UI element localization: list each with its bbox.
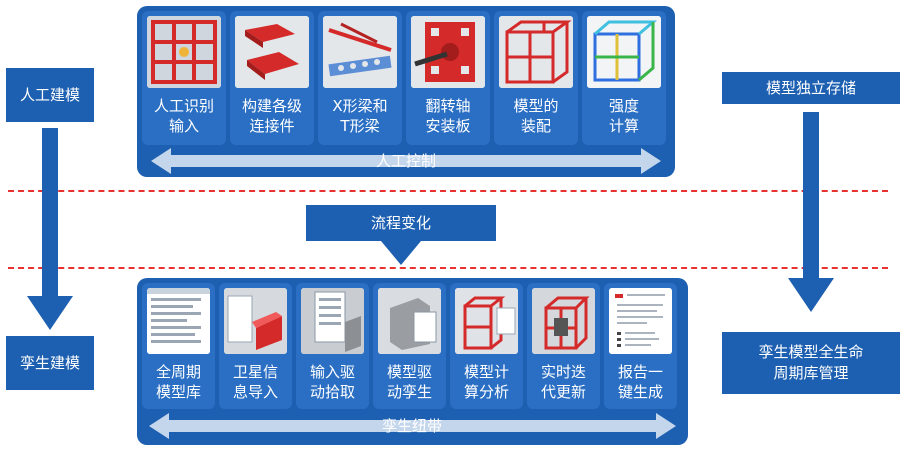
twin-link-panel: 全周期 模型库 卫星信 息导入 输入驱 动拾取 模型驱 动孪生 — [137, 278, 688, 445]
manual-control-label: 人工控制 — [375, 152, 436, 170]
lifecycle-library-label-2: 周期库管理 — [773, 364, 849, 382]
lifecycle-library-label-1: 孪生模型全生命 — [758, 343, 864, 361]
tile-label-line2: 连接件 — [249, 117, 295, 135]
flip-plate-icon — [411, 16, 485, 88]
manual-modeling-label: 人工建模 — [19, 85, 80, 104]
twin-modeling-label: 孪生建模 — [19, 353, 80, 372]
satellite-import-icon — [224, 288, 287, 354]
tile-model-twin[interactable]: 模型驱 动孪生 — [373, 283, 446, 409]
tile-connectors[interactable]: 构建各级 连接件 — [230, 11, 314, 145]
tile-iteration[interactable]: 实时迭 代更新 — [527, 283, 600, 409]
tile-label-line2: 输入 — [168, 117, 199, 135]
tile-label-line1: 输入驱 — [309, 363, 355, 381]
tile-label-line1: 模型计 — [463, 363, 509, 381]
tile-label-line2: 动拾取 — [309, 383, 355, 401]
tile-label-line2: 动孪生 — [386, 383, 432, 401]
tile-label-line1: 报告一 — [617, 363, 663, 381]
right-down-arrow — [788, 112, 834, 312]
grid-frame-icon — [147, 16, 221, 88]
independent-storage-box: 模型独立存储 — [722, 72, 900, 104]
tile-strength[interactable]: 强度 计算 — [582, 11, 666, 145]
tile-label-line2: 键生成 — [617, 383, 663, 401]
left-down-arrow — [27, 128, 73, 330]
tile-label-line1: 实时迭 — [540, 363, 586, 381]
tile-label-line2: 模型库 — [155, 383, 201, 401]
tile-report[interactable]: 报告一 键生成 — [604, 283, 677, 409]
manual-modeling-box: 人工建模 — [6, 68, 94, 122]
tile-label-line1: 翻转轴 — [425, 97, 471, 115]
input-drive-icon — [301, 288, 364, 354]
twin-modeling-box: 孪生建模 — [6, 336, 94, 390]
tile-assembly[interactable]: 模型的 装配 — [494, 11, 578, 145]
manual-control-double-arrow — [151, 148, 661, 174]
tile-label-line2: 装配 — [520, 117, 551, 135]
top-dashed-divider — [8, 190, 888, 192]
strength-frame-icon — [587, 16, 661, 88]
twin-link-label: 孪生纽带 — [381, 417, 442, 435]
analysis-icon — [455, 288, 518, 354]
twin-link-double-arrow — [149, 413, 676, 439]
tile-input-drive[interactable]: 输入驱 动拾取 — [296, 283, 369, 409]
tile-label-line2: 安装板 — [425, 117, 471, 135]
assembly-frame-icon — [499, 16, 573, 88]
process-change-arrow — [381, 241, 421, 265]
tile-model-library[interactable]: 全周期 模型库 — [142, 283, 215, 409]
tile-satellite-import[interactable]: 卫星信 息导入 — [219, 283, 292, 409]
tile-label-line1: 人工识别 — [153, 97, 214, 115]
tile-label-line2: 计算 — [608, 117, 639, 135]
tile-label-line1: 构建各级 — [241, 97, 302, 115]
tile-label-line1: 卫星信 — [232, 363, 278, 381]
process-change-box: 流程变化 — [306, 205, 496, 241]
manual-control-panel: 人工识别 输入 构建各级 连接件 X形梁和 T形梁 翻转轴 — [137, 6, 675, 177]
tile-label-line1: 全周期 — [155, 363, 201, 381]
tile-analysis[interactable]: 模型计 算分析 — [450, 283, 523, 409]
tile-label-line2: 算分析 — [463, 383, 509, 401]
tile-beams[interactable]: X形梁和 T形梁 — [318, 11, 402, 145]
model-twin-icon — [378, 288, 441, 354]
connector-plates-icon — [235, 16, 309, 88]
process-change-label: 流程变化 — [370, 213, 431, 232]
tile-label-line1: 模型驱 — [386, 363, 432, 381]
tile-label-line1: 模型的 — [513, 97, 559, 115]
independent-storage-label: 模型独立存储 — [765, 78, 856, 97]
beams-icon — [323, 16, 397, 88]
tile-label-line2: T形梁 — [340, 117, 380, 135]
tile-label-line1: X形梁和 — [332, 97, 388, 115]
model-library-icon — [147, 288, 210, 354]
tile-manual-input[interactable]: 人工识别 输入 — [142, 11, 226, 145]
tile-label-line2: 代更新 — [540, 383, 586, 401]
tile-label-line2: 息导入 — [232, 383, 278, 401]
iteration-icon — [532, 288, 595, 354]
lifecycle-library-box: 孪生模型全生命 周期库管理 — [722, 332, 900, 394]
bottom-dashed-divider — [8, 267, 888, 269]
tile-label-line1: 强度 — [608, 97, 639, 115]
report-icon — [609, 288, 672, 354]
tile-flip-plate[interactable]: 翻转轴 安装板 — [406, 11, 490, 145]
